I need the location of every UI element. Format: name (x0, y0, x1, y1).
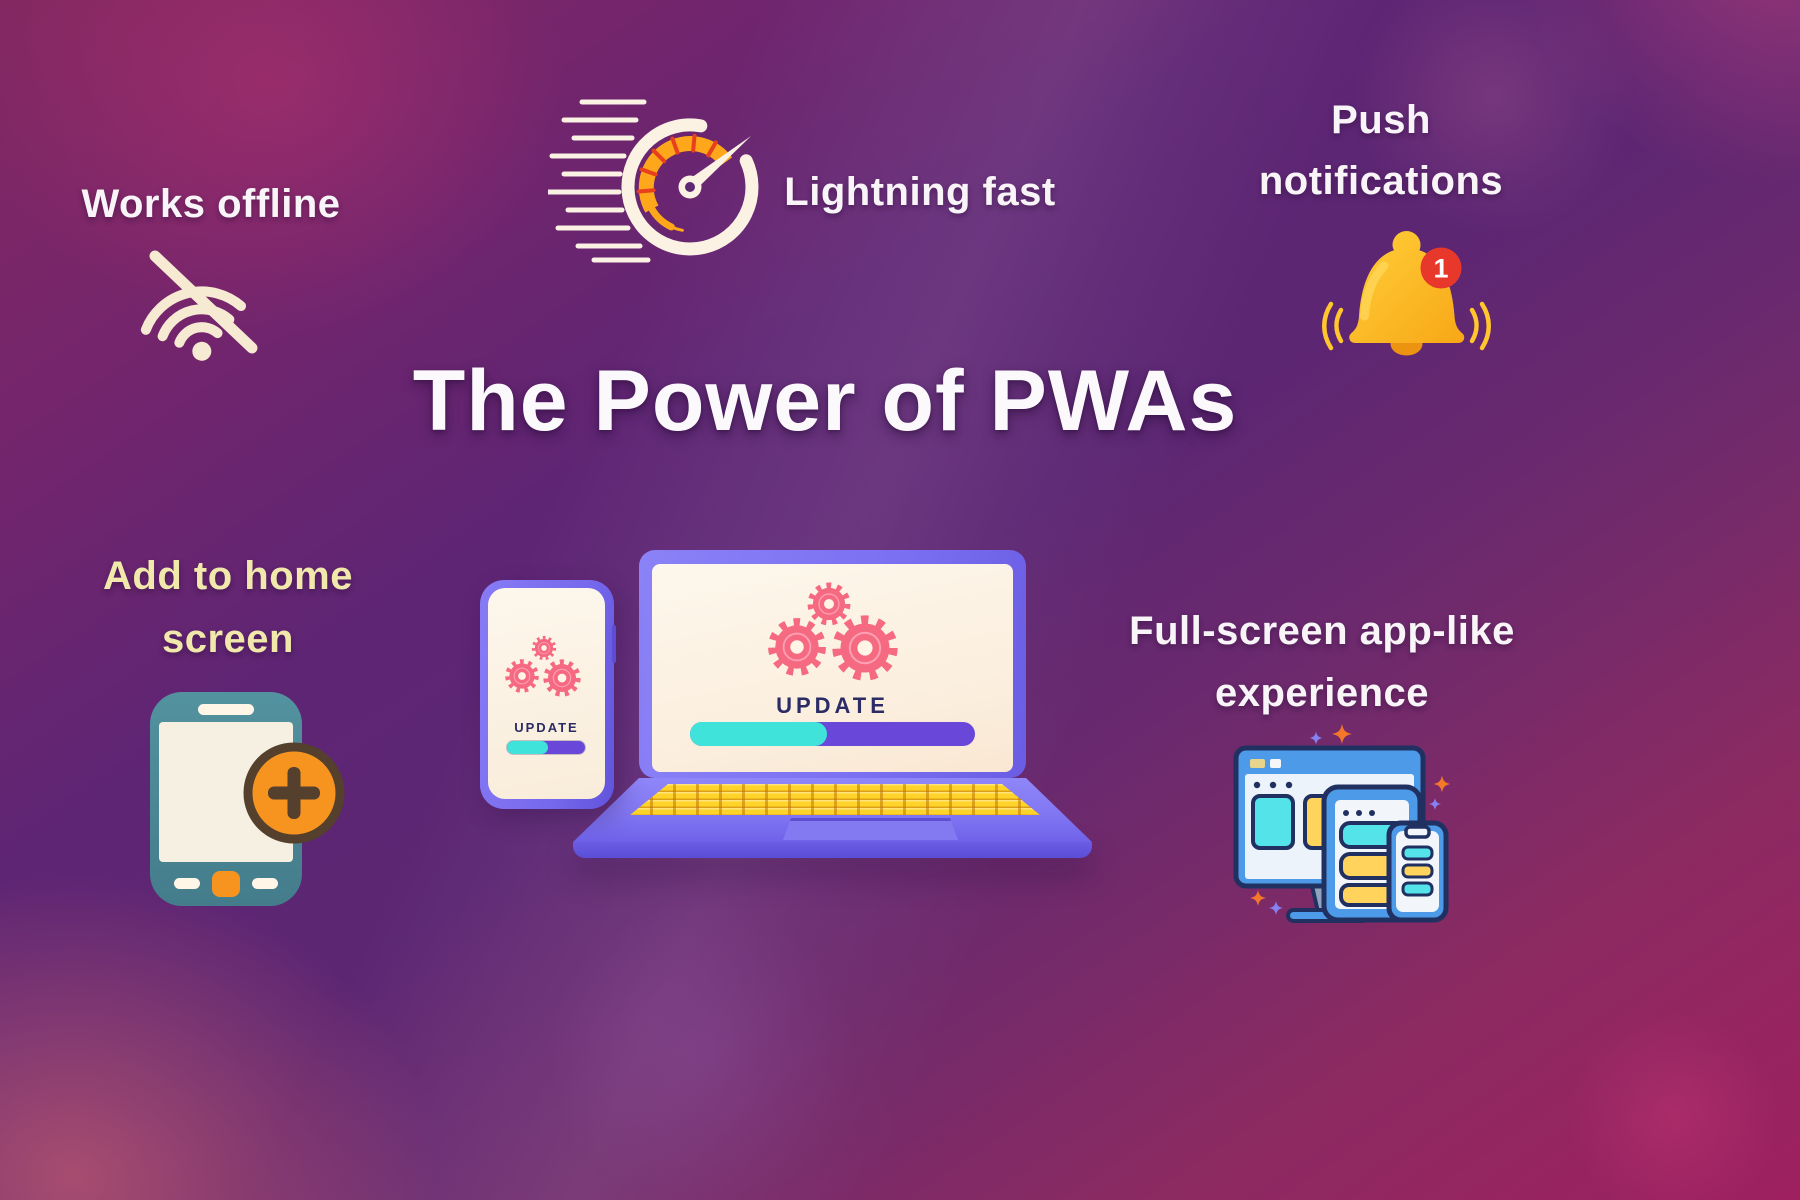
phone-update-label: UPDATE (514, 720, 579, 735)
push-notifications-line1: Push (1331, 98, 1431, 142)
laptop-progress-bar (690, 722, 975, 746)
phone-progress-bar (507, 741, 585, 754)
page-title: The Power of PWAs (412, 353, 1238, 449)
laptop-base (565, 778, 1100, 862)
notification-badge (1420, 247, 1462, 289)
add-to-home-screen-label: Add to home screen (28, 545, 428, 671)
laptop-base-front (573, 840, 1092, 858)
full-screen-label: Full-screen app-like experience (1072, 600, 1572, 724)
laptop-screen: UPDATE (639, 550, 1026, 778)
push-notifications-line2: notifications (1258, 159, 1504, 203)
add-to-home-line1: Add to home (103, 554, 353, 598)
laptop-display: UPDATE (652, 564, 1013, 772)
laptop-update-label: UPDATE (776, 693, 889, 718)
laptop-progress-fill (690, 722, 827, 746)
update-gears-icon (504, 635, 588, 707)
notification-badge-count: 1 (1433, 254, 1448, 284)
full-screen-line2: experience (1214, 671, 1430, 715)
phone-display: UPDATE (488, 588, 605, 799)
responsive-devices-icon (1233, 724, 1451, 923)
phone-progress-fill (507, 741, 548, 754)
laptop-trackpad (783, 818, 958, 840)
update-phone: UPDATE (480, 580, 616, 809)
works-offline-label: Works offline (81, 182, 341, 226)
update-gears-icon (760, 575, 905, 700)
add-to-home-line2: screen (162, 617, 294, 661)
phone-side-button (612, 625, 616, 663)
laptop-keyboard (630, 784, 1040, 815)
phone-add-icon (150, 692, 345, 906)
smartphone-shape (1386, 820, 1449, 923)
wifi-off-icon (140, 250, 258, 361)
push-notifications-label: Push notifications (1181, 90, 1581, 212)
add-plus-badge (243, 742, 345, 844)
lightning-fast-label: Lightning fast (784, 170, 1056, 214)
speedometer-icon (548, 99, 759, 263)
full-screen-line1: Full-screen app-like (1129, 609, 1515, 653)
notification-bell-icon: 1 (1322, 231, 1491, 356)
